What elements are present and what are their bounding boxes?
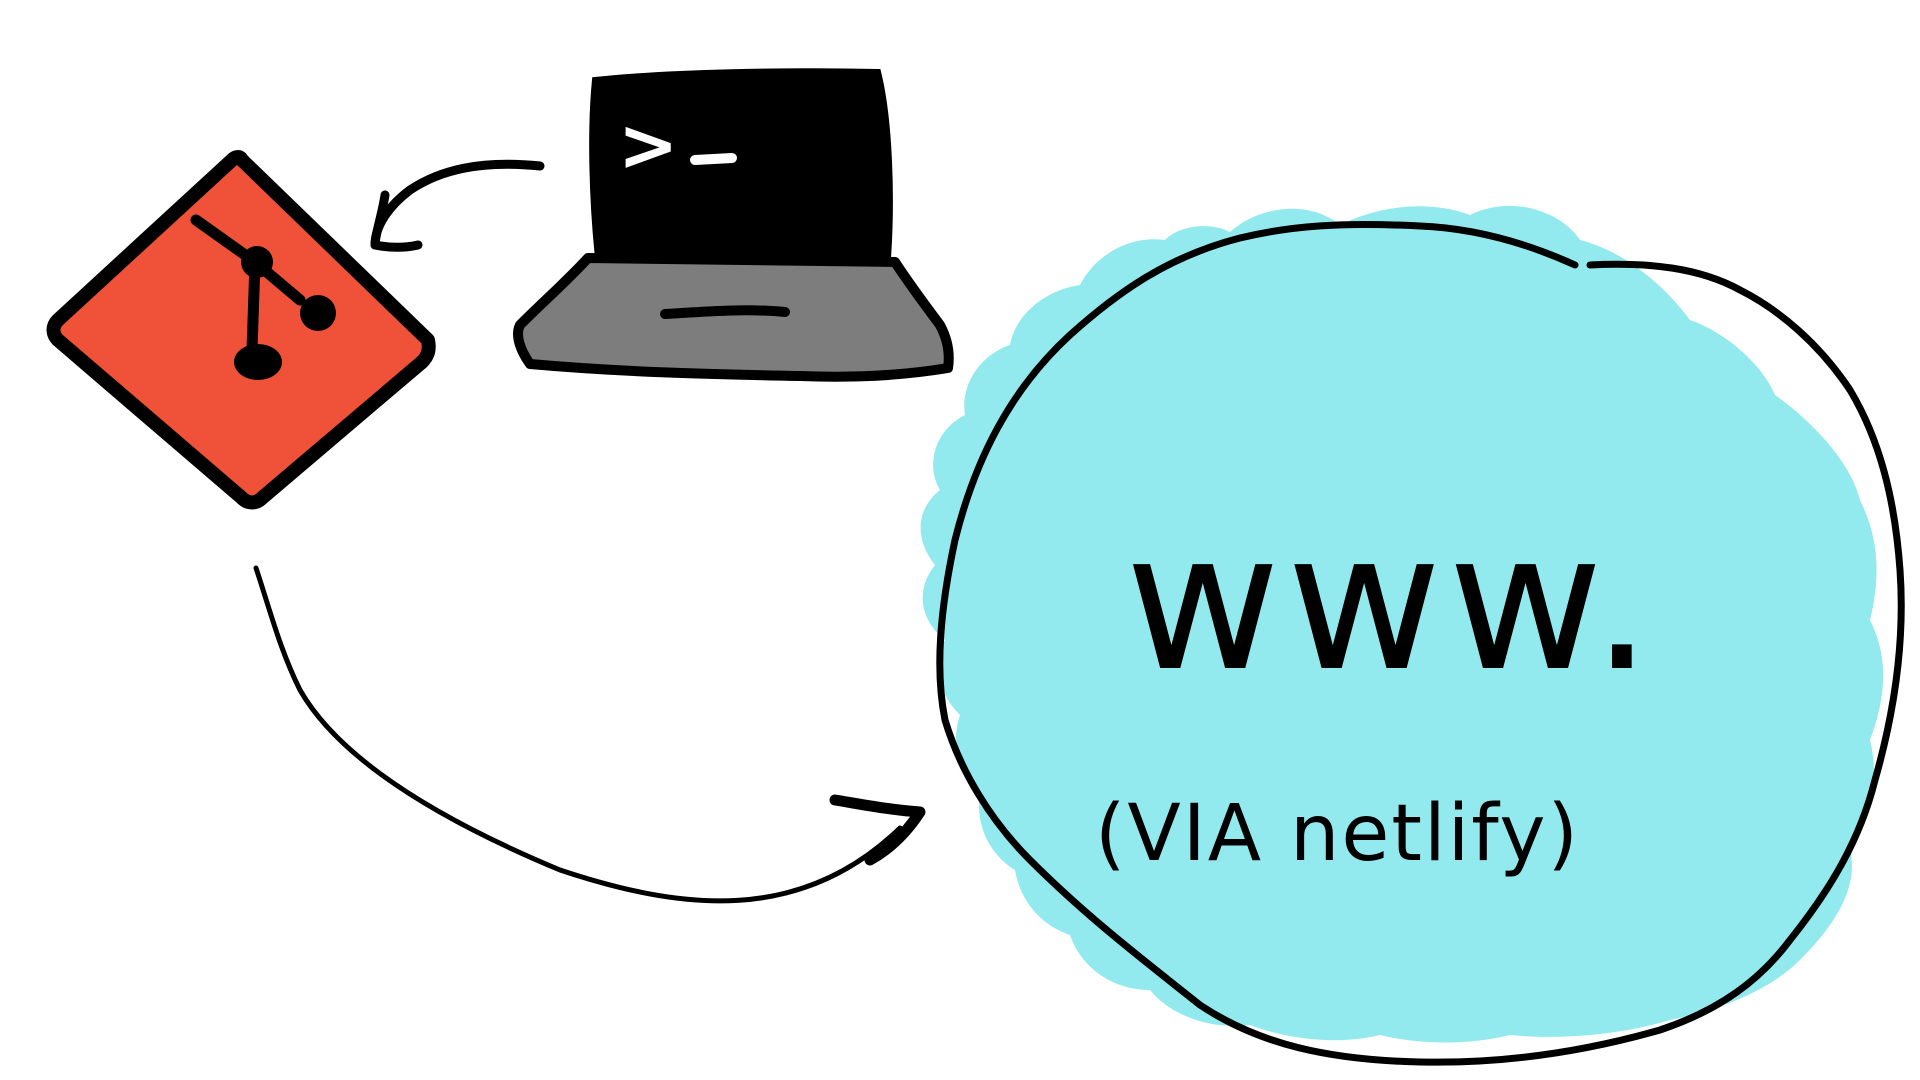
git-diamond <box>46 150 436 510</box>
terminal-prompt-symbol: > <box>618 103 678 187</box>
laptop-base <box>513 253 954 382</box>
website-cloud-icon: www. (VIA netlify) <box>920 205 1905 1066</box>
arrow-icon <box>253 565 903 904</box>
website-host-text: (VIA netlify) <box>1095 789 1580 879</box>
laptop-screen <box>589 68 893 264</box>
git-node-bottom <box>234 344 282 380</box>
terminal-cursor <box>690 153 737 165</box>
git-node-right <box>300 295 336 331</box>
arrow-git-to-website <box>253 565 926 904</box>
arrow-icon <box>370 159 545 250</box>
git-logo-icon <box>46 150 436 510</box>
arrowhead <box>370 190 423 252</box>
laptop-trackpad-line <box>660 305 790 319</box>
laptop-terminal-icon: > <box>513 68 954 382</box>
git-node-top <box>241 246 273 278</box>
arrowhead <box>829 794 926 866</box>
website-domain-text: www. <box>1125 492 1658 713</box>
arrow-laptop-to-git <box>370 159 545 252</box>
cloud-outline <box>936 221 1905 1066</box>
cloud-fill <box>920 205 1884 1043</box>
